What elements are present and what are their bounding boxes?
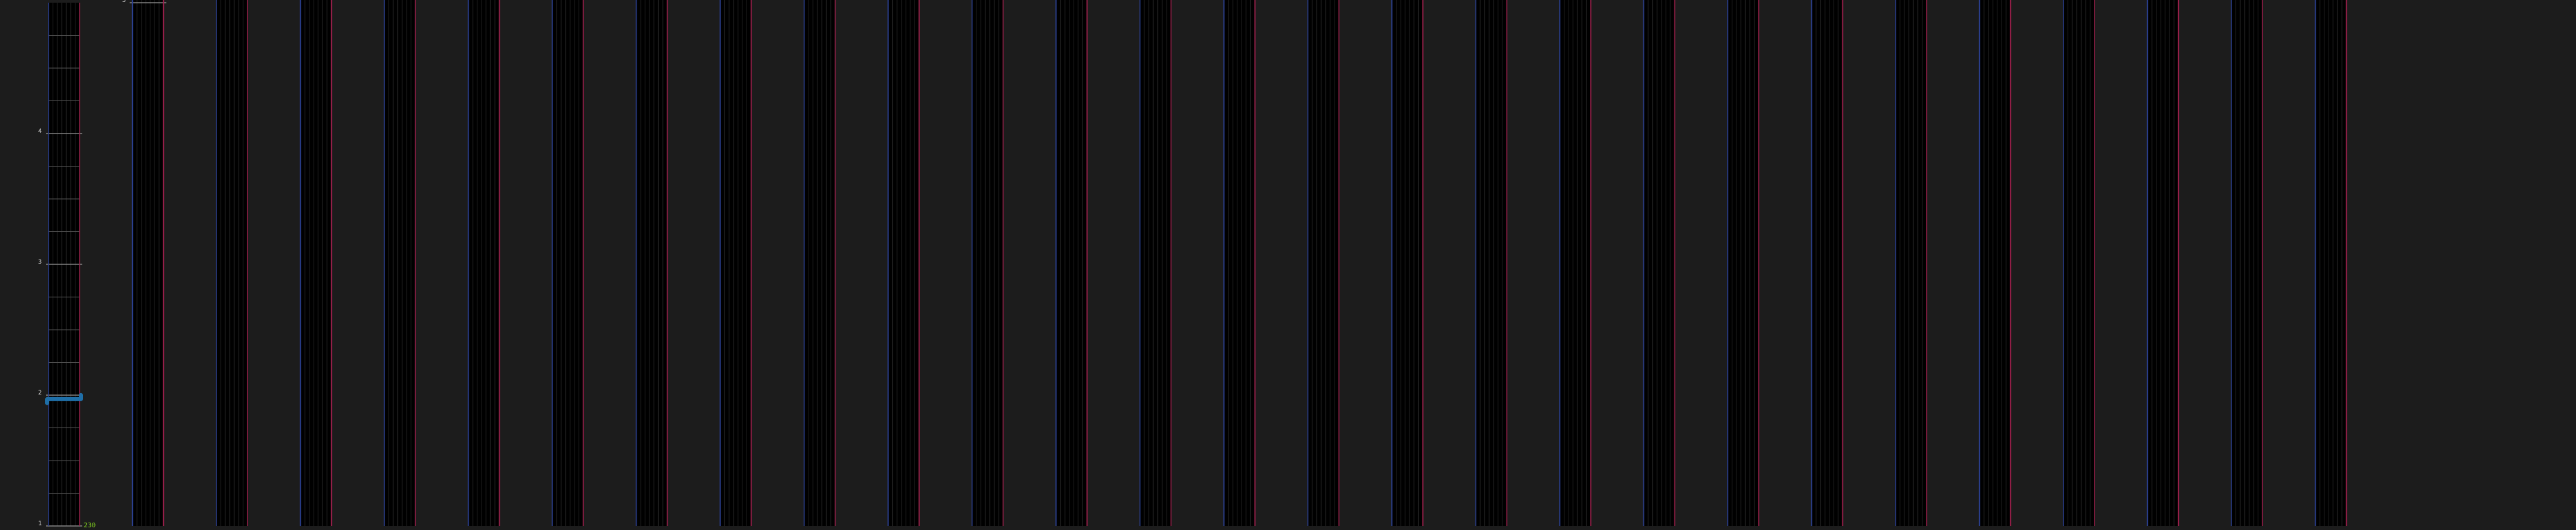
measure-number: 1 — [38, 521, 42, 527]
lane-column — [132, 0, 164, 526]
lane-column — [1643, 0, 1675, 526]
lane-column — [1475, 0, 1507, 526]
lane-column — [1811, 0, 1843, 526]
lane-column — [2315, 0, 2347, 526]
lane-column — [1728, 0, 1759, 526]
lane-column — [2063, 0, 2095, 526]
lane-column — [300, 0, 332, 526]
lane-column — [384, 0, 415, 526]
lane-column — [216, 0, 247, 526]
lane-column — [552, 0, 583, 526]
lane-column — [888, 0, 919, 526]
lane-column — [2147, 0, 2179, 526]
lane-column — [804, 0, 836, 526]
slide-note — [45, 392, 83, 405]
measure-number: 5 — [122, 0, 125, 4]
bpm-label: 230 — [84, 522, 96, 529]
lane-column — [1560, 0, 1591, 526]
lane-column — [2231, 0, 2262, 526]
notes-layer — [45, 392, 83, 405]
measure-columns: 1234567891011121314151617181920212223242… — [38, 0, 2347, 527]
measure-number: 2 — [38, 390, 42, 396]
lane-column — [720, 0, 751, 526]
lane-column — [1979, 0, 2011, 526]
lane-column — [1308, 0, 1339, 526]
lane-column — [1140, 0, 1171, 526]
lane-column — [468, 0, 500, 526]
lane-column — [636, 0, 668, 526]
lane-column — [1224, 0, 1255, 526]
measure-number: 4 — [38, 128, 42, 135]
lane-column — [1392, 0, 1423, 526]
measure-number: 3 — [38, 259, 42, 266]
lane-column — [972, 0, 1003, 526]
lane-column — [1896, 0, 1927, 526]
lane-column — [1056, 0, 1087, 526]
